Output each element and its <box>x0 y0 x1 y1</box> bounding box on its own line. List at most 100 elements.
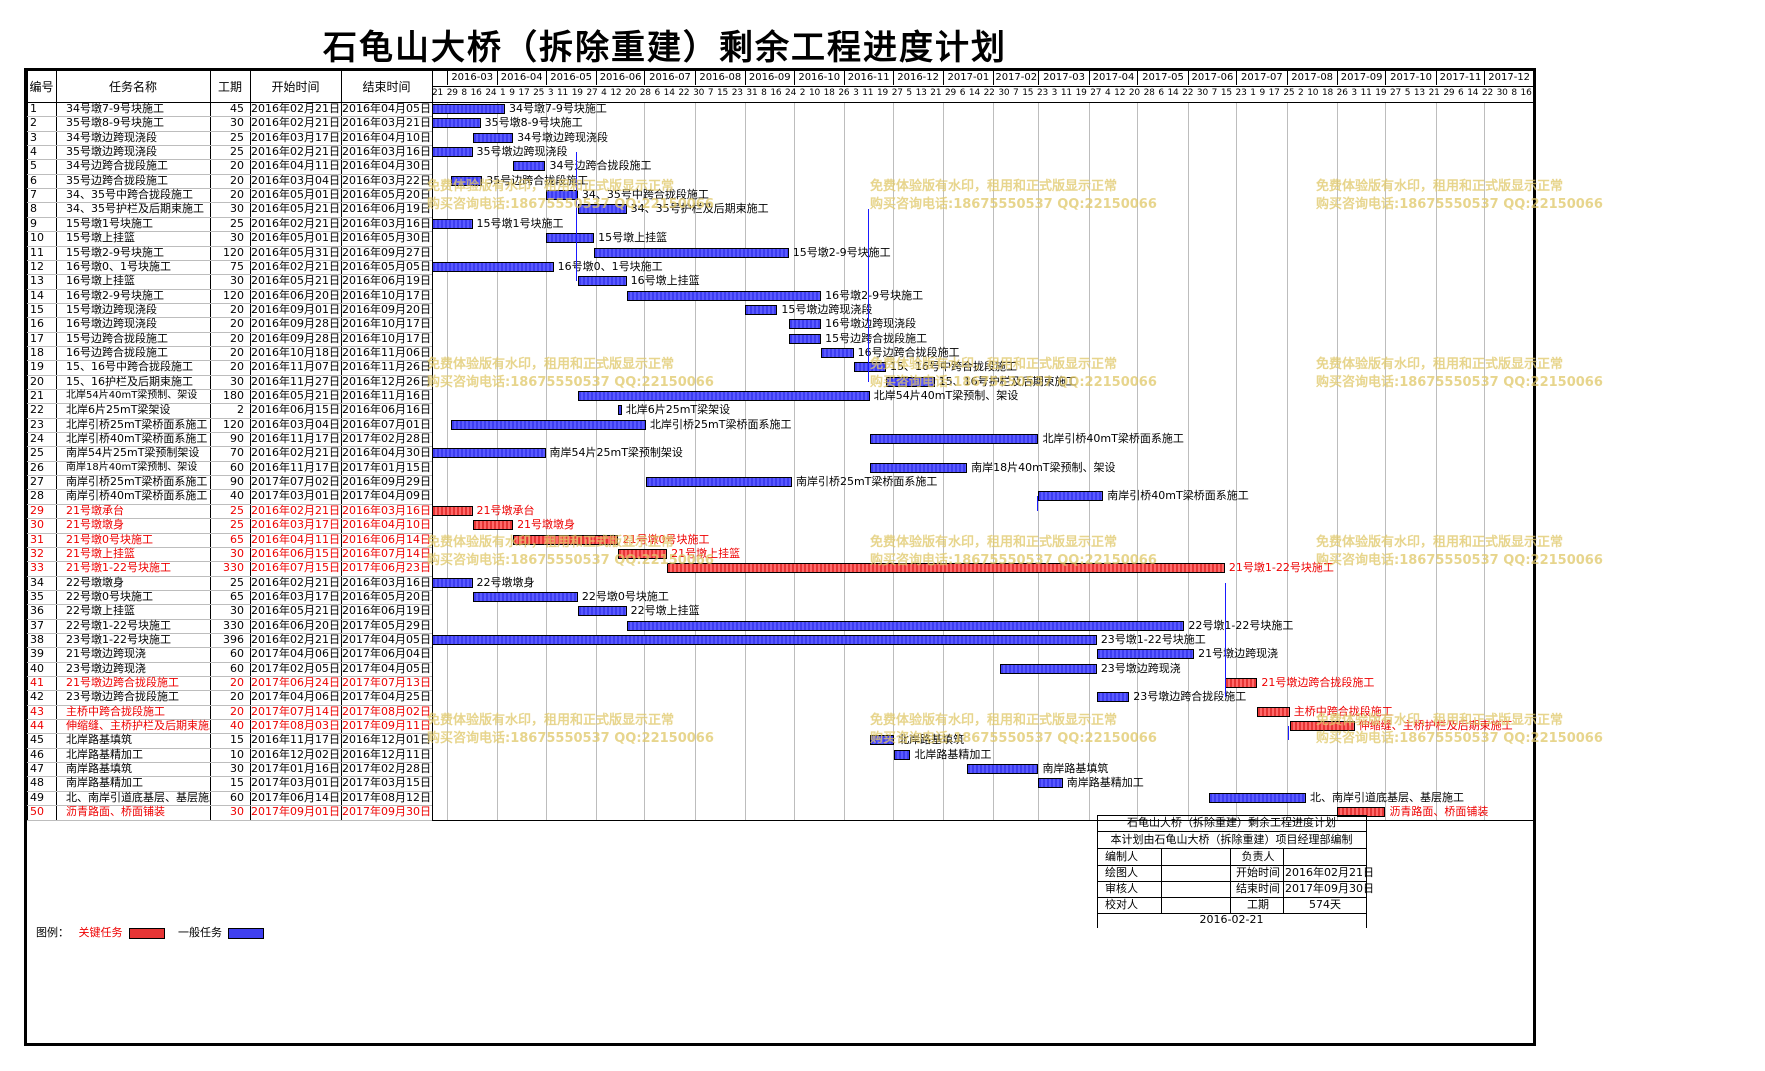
task-name-cell: 南岸18片40mT梁预制、架设 <box>66 461 198 473</box>
watermark-line1: 免费体验版有水印，租用和正式版显示正常 <box>427 179 675 194</box>
watermark-line1: 免费体验版有水印，租用和正式版显示正常 <box>1316 713 1564 728</box>
task-start-cell: 2016年06月20日 <box>251 618 340 632</box>
task-dur-cell: 180 <box>223 389 244 402</box>
task-bar-label: 21号墩1-22号块施工 <box>1228 561 1334 575</box>
watermark-line1: 免费体验版有水印，租用和正式版显示正常 <box>1316 535 1564 550</box>
watermark: 免费体验版有水印，租用和正式版显示正常购买咨询电话:18675550537 QQ… <box>1316 178 1603 214</box>
row-line <box>27 719 432 721</box>
task-dur-cell: 2 <box>237 403 244 417</box>
month-header: 2016-08 <box>694 70 745 85</box>
month-gridline <box>1038 102 1040 820</box>
task-bar-label: 北岸6片25mT梁架设 <box>625 403 731 417</box>
task-end-cell: 2016年06月14日 <box>342 532 431 546</box>
row-line <box>27 331 432 333</box>
task-id-cell: 31 <box>30 532 44 546</box>
task-dur-cell: 25 <box>230 503 244 517</box>
task-name-cell: 15、16号中跨合拢段施工 <box>66 360 193 374</box>
month-gridline <box>644 102 646 820</box>
task-bar-label: 主桥中跨合拢段施工 <box>1293 704 1393 718</box>
info-box-line <box>1097 881 1366 882</box>
task-name-cell: 23号墩1-22号块施工 <box>66 632 171 646</box>
dependency-link <box>1036 496 1038 511</box>
task-bar-label: 21号墩上挂篮 <box>671 546 741 560</box>
column-divider <box>210 70 211 820</box>
row-line <box>27 676 432 677</box>
task-dur-cell: 90 <box>230 432 244 446</box>
task-name-cell: 北岸6片25mT梁架设 <box>66 403 171 417</box>
task-dur-cell: 60 <box>230 661 244 675</box>
task-dur-cell: 60 <box>230 460 244 474</box>
task-dur-cell: 60 <box>230 647 244 661</box>
task-bar <box>472 132 514 143</box>
task-id-cell: 18 <box>30 345 44 359</box>
task-bar <box>1289 721 1355 732</box>
dependency-link <box>1224 582 1226 698</box>
month-gridline <box>892 102 894 820</box>
task-end-cell: 2016年03月16日 <box>342 145 431 159</box>
task-end-cell: 2017年04月05日 <box>342 661 431 675</box>
task-name-cell: 21号墩边跨合拢段施工 <box>66 676 179 689</box>
task-start-cell: 2016年02月21日 <box>251 116 340 130</box>
month-gridline <box>942 102 944 820</box>
task-start-cell: 2016年03月04日 <box>251 173 340 187</box>
month-header: 2017-10 <box>1385 70 1435 85</box>
task-bar <box>646 477 792 488</box>
month-gridline <box>744 102 746 820</box>
task-start-cell: 2016年11月17日 <box>251 432 340 446</box>
task-start-cell: 2017年03月01日 <box>251 776 340 790</box>
task-bar <box>886 376 935 387</box>
task-name-cell: 21号墩0号块施工 <box>66 532 153 546</box>
task-name-cell: 34号边跨合拢段施工 <box>66 159 168 173</box>
task-id-cell: 32 <box>30 546 44 560</box>
row-line <box>27 561 432 563</box>
task-name-cell: 16号墩边跨现浇段 <box>66 317 157 331</box>
month-header: 2017-07 <box>1236 70 1286 85</box>
task-start-cell: 2016年02月21日 <box>251 145 340 159</box>
month-gridline <box>1336 102 1338 820</box>
watermark-line1: 免费体验版有水印，租用和正式版显示正常 <box>1316 179 1564 194</box>
task-bar-label: 16号墩0、1号块施工 <box>557 259 663 273</box>
task-id-cell: 1 <box>30 102 37 115</box>
month-gridline <box>843 102 845 820</box>
chart-frame <box>24 68 1536 1046</box>
watermark: 免费体验版有水印，租用和正式版显示正常购买咨询电话:18675550537 QQ… <box>870 356 1157 392</box>
dependency-link <box>576 152 578 282</box>
task-bar-label: 南岸路基精加工 <box>1066 776 1144 790</box>
column-divider <box>432 70 433 820</box>
watermark-line2: 购买咨询电话:18675550537 QQ:22150066 <box>870 553 1157 568</box>
task-name-cell: 34、35号中跨合拢段施工 <box>66 188 193 202</box>
task-bar <box>1208 792 1306 803</box>
row-line <box>27 546 432 548</box>
task-dur-cell: 20 <box>230 173 244 187</box>
row-line <box>27 532 432 534</box>
task-bar <box>967 764 1039 775</box>
task-end-cell: 2016年09月29日 <box>342 475 431 489</box>
task-name-cell: 伸缩缝、主桥护栏及后期束施工 <box>66 719 210 733</box>
info-label-left: 绘图人 <box>1105 866 1138 879</box>
task-bar-label: 23号墩1-22号块施工 <box>1100 632 1206 646</box>
task-name-cell: 22号墩上挂篮 <box>66 604 135 618</box>
month-header: 2016-09 <box>744 70 794 85</box>
month-gridline <box>496 102 498 820</box>
task-bar <box>451 419 647 430</box>
task-start-cell: 2016年06月20日 <box>251 288 340 302</box>
task-dur-cell: 25 <box>230 575 244 589</box>
row-line <box>27 274 432 276</box>
task-id-cell: 14 <box>30 288 44 302</box>
row-line <box>27 389 432 390</box>
task-name-cell: 22号墩墩身 <box>66 575 124 589</box>
task-name-cell: 16号墩2-9号块施工 <box>66 288 164 302</box>
month-gridline <box>1088 102 1090 820</box>
task-id-cell: 11 <box>30 245 44 259</box>
task-dur-cell: 20 <box>230 159 244 173</box>
task-name-cell: 23号墩边跨合拢段施工 <box>66 690 179 704</box>
task-id-cell: 22 <box>30 403 44 417</box>
task-id-cell: 3 <box>30 130 37 144</box>
row-line <box>27 503 432 505</box>
row-line <box>27 632 432 634</box>
task-id-cell: 16 <box>30 317 44 331</box>
task-name-cell: 34号墩边跨现浇段 <box>66 130 157 144</box>
month-row-bottom <box>432 86 1533 87</box>
task-id-cell: 21 <box>30 389 44 402</box>
info-box-line <box>1097 897 1366 898</box>
